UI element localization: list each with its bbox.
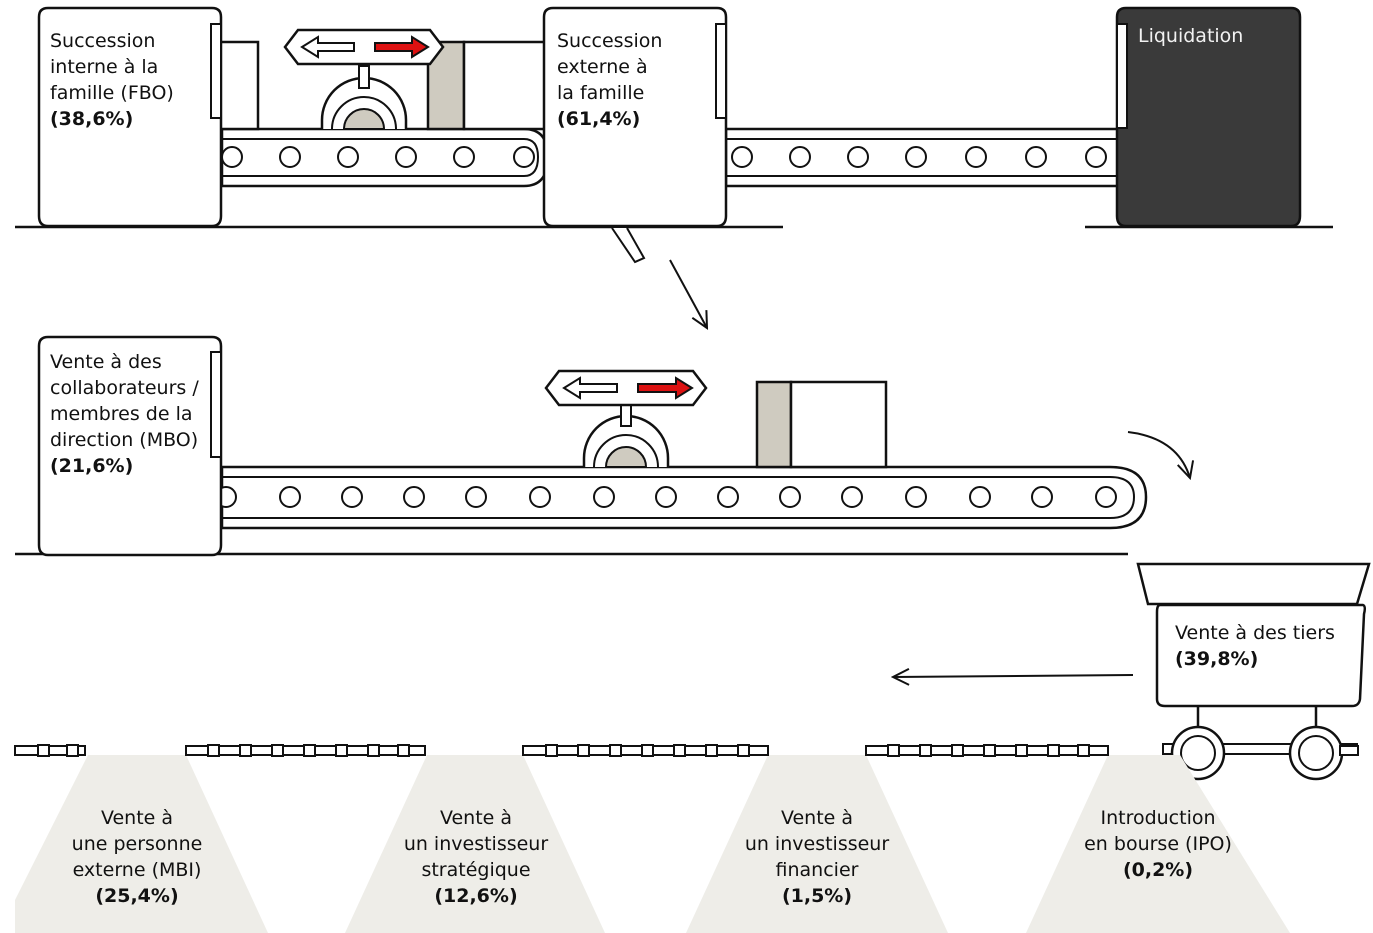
conveyor-belt-right xyxy=(726,129,1120,186)
flow-arrow-left xyxy=(893,675,1133,677)
ipo-label: Introduction en bourse (IPO) (0,2%) xyxy=(1068,805,1248,883)
mbi-line-2: une personne xyxy=(57,831,217,857)
financial-percent: (1,5%) xyxy=(732,883,902,909)
flow-arrow-down xyxy=(670,260,707,328)
external-line-1: Succession xyxy=(557,28,662,54)
mbi-percent: (25,4%) xyxy=(57,883,217,909)
financial-line-3: financier xyxy=(732,857,902,883)
fbo-line-2: interne à la xyxy=(50,54,174,80)
mbo-line-2: collaborateurs / xyxy=(50,375,199,401)
conveyor-belt-middle xyxy=(216,467,1146,528)
package-middle xyxy=(757,382,886,467)
cart-label: Vente à des tiers (39,8%) xyxy=(1175,620,1335,672)
strategic-line-3: stratégique xyxy=(391,857,561,883)
mbo-line-3: membres de la xyxy=(50,401,199,427)
fbo-line-3: famille (FBO) xyxy=(50,80,174,106)
strategic-line-1: Vente à xyxy=(391,805,561,831)
strategic-label: Vente à un investisseur stratégique (12,… xyxy=(391,805,561,909)
mbi-line-1: Vente à xyxy=(57,805,217,831)
mbo-percent: (21,6%) xyxy=(50,453,199,479)
ipo-percent: (0,2%) xyxy=(1068,857,1248,883)
external-percent: (61,4%) xyxy=(557,106,662,132)
liquidation-label: Liquidation xyxy=(1138,23,1243,49)
mbo-line-4: direction (MBO) xyxy=(50,427,199,453)
liquidation-line-1: Liquidation xyxy=(1138,23,1243,49)
flow-arrow-curve xyxy=(1128,432,1190,478)
sorter-top xyxy=(285,30,443,129)
financial-label: Vente à un investisseur financier (1,5%) xyxy=(732,805,902,909)
ipo-line-2: en bourse (IPO) xyxy=(1068,831,1248,857)
conveyor-belt-left xyxy=(222,129,548,186)
ipo-line-1: Introduction xyxy=(1068,805,1248,831)
cart-line-1: Vente à des tiers xyxy=(1175,620,1335,646)
external-line-2: externe à xyxy=(557,54,662,80)
strategic-line-2: un investisseur xyxy=(391,831,561,857)
sorter-middle xyxy=(546,371,706,467)
external-label: Succession externe à la famille (61,4%) xyxy=(557,28,662,132)
cart-percent: (39,8%) xyxy=(1175,646,1335,672)
mbi-label: Vente à une personne externe (MBI) (25,4… xyxy=(57,805,217,909)
financial-line-2: un investisseur xyxy=(732,831,902,857)
fbo-label: Succession interne à la famille (FBO) (3… xyxy=(50,28,174,132)
financial-line-1: Vente à xyxy=(732,805,902,831)
fbo-line-1: Succession xyxy=(50,28,174,54)
fbo-percent: (38,6%) xyxy=(50,106,174,132)
top-row-conveyors xyxy=(15,8,1333,262)
mbo-line-1: Vente à des xyxy=(50,349,199,375)
mbo-label: Vente à des collaborateurs / membres de … xyxy=(50,349,199,479)
mbi-line-3: externe (MBI) xyxy=(57,857,217,883)
strategic-percent: (12,6%) xyxy=(391,883,561,909)
external-line-3: la famille xyxy=(557,80,662,106)
